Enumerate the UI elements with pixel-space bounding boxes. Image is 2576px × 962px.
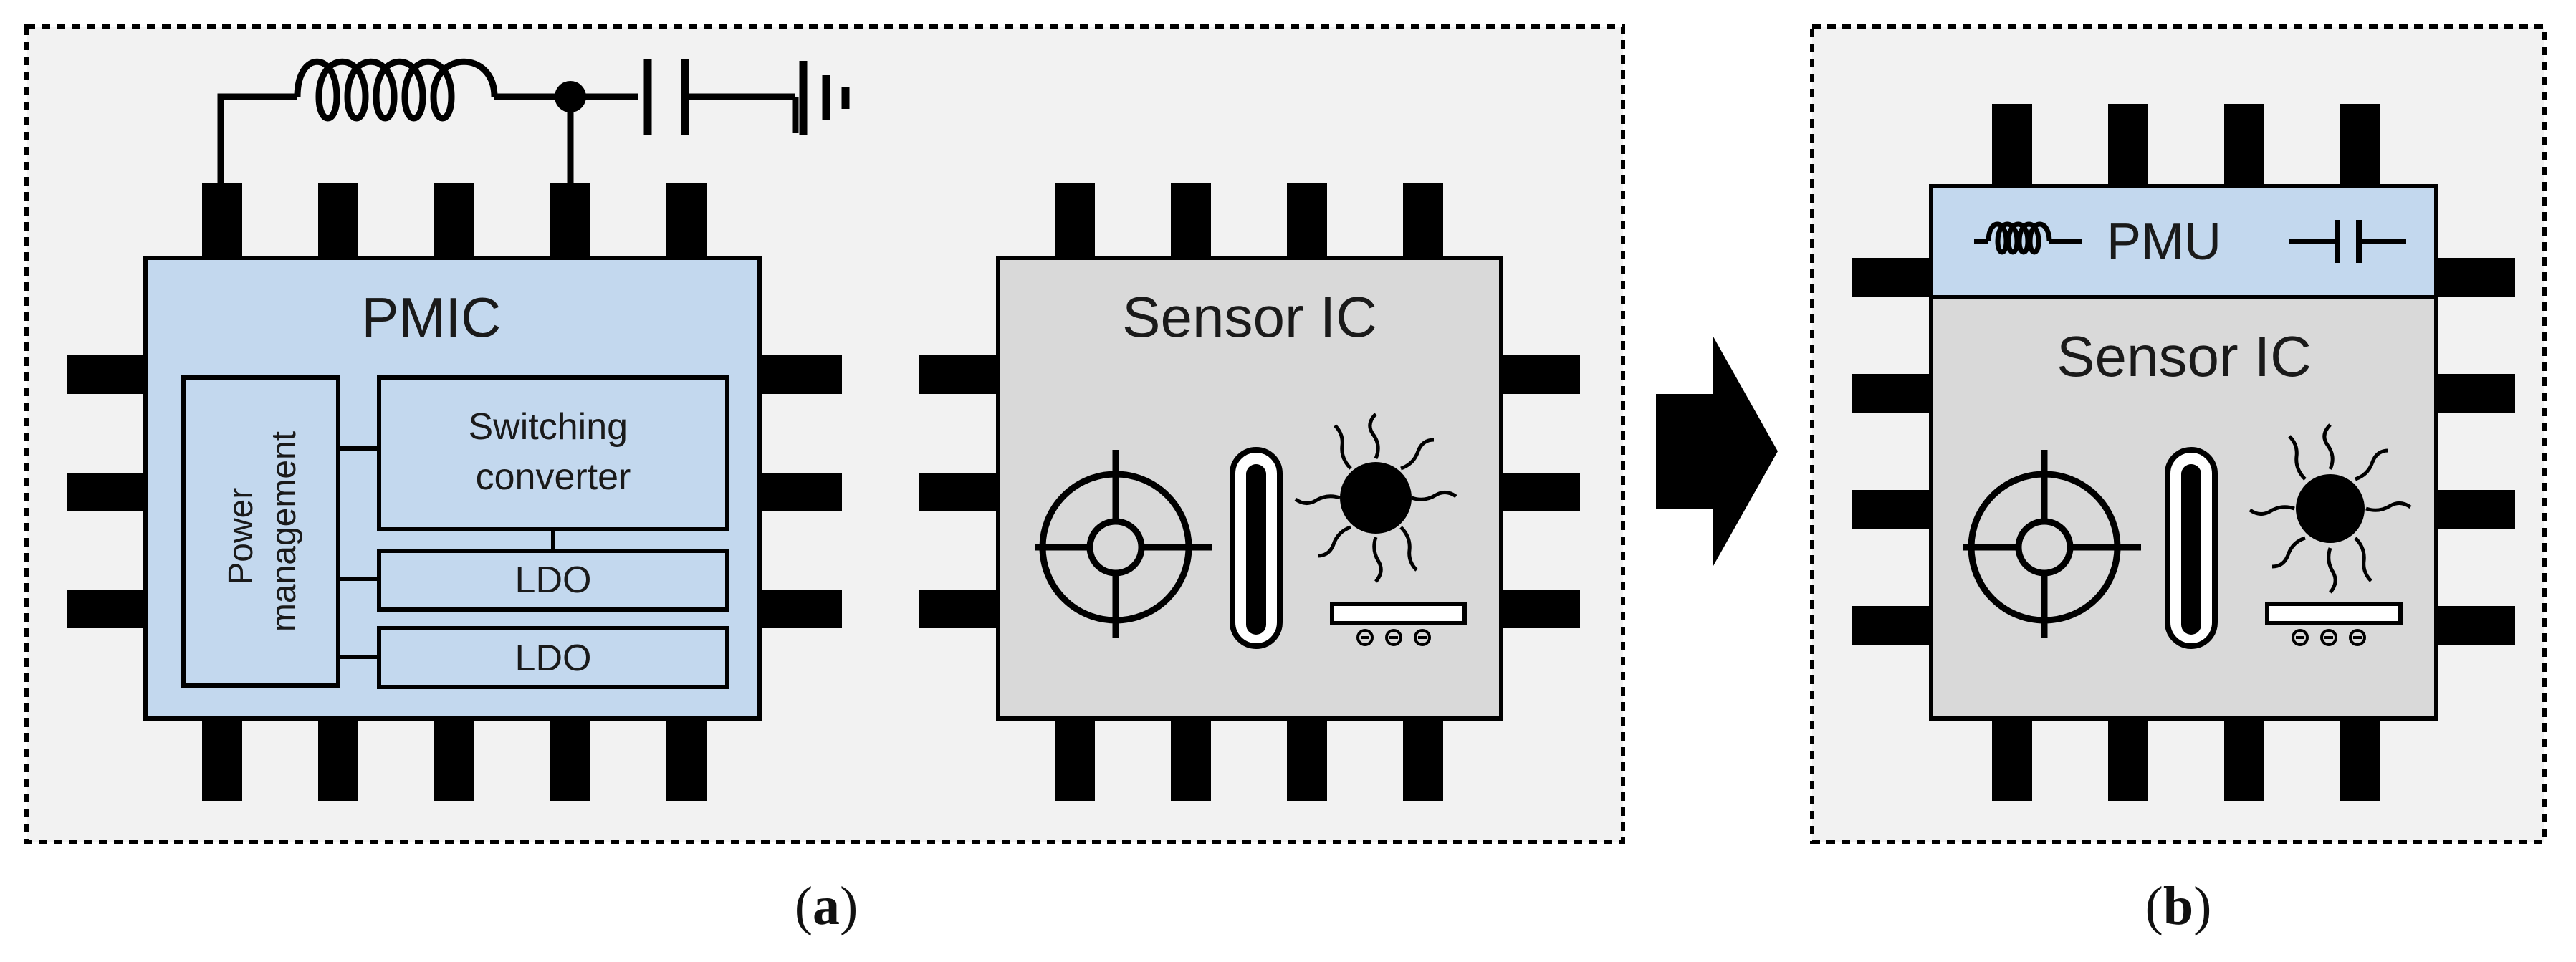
caption-b-open: ( [2145, 876, 2163, 936]
power-management-line1: Power [222, 488, 260, 585]
caption-a-letter: a [813, 876, 840, 936]
inductor-icon [294, 58, 498, 122]
crosshair-icon-b [1963, 450, 2141, 638]
switching-converter-label: Switching converter [468, 406, 638, 498]
caption-b: (b) [2145, 876, 2212, 936]
caption-a-close: ) [840, 876, 858, 936]
ground-icon [799, 61, 850, 135]
switching-converter-line2: converter [476, 456, 631, 498]
crosshair-icon [1035, 450, 1212, 638]
power-management-line2: management [265, 431, 303, 632]
caption-a-open: ( [795, 876, 813, 936]
light-sensor-icon [1294, 413, 1467, 646]
ldo-label-2: LDO [515, 638, 592, 679]
pmic-internal-wires [338, 446, 555, 659]
ldo-label-1: LDO [515, 559, 592, 601]
ldo-block-2 [377, 626, 729, 689]
pmu-capacitor-icon [2289, 220, 2406, 263]
pmu-label: PMU [2107, 213, 2221, 271]
switching-converter-line1: Switching [468, 406, 628, 448]
pmic-title: PMIC [362, 286, 502, 349]
thermometer-icon [1230, 447, 1283, 649]
sensor-a-pins [919, 183, 1580, 801]
sensor-ic-title-b: Sensor IC [2057, 324, 2312, 388]
caption-b-letter: b [2163, 876, 2193, 936]
thermometer-icon-b [2165, 447, 2218, 649]
power-management-block [181, 375, 340, 688]
junction-dot [555, 81, 586, 112]
sensor-ic-title-a: Sensor IC [1122, 285, 1377, 349]
light-sensor-icon-b [2249, 423, 2412, 646]
transition-arrow [1656, 337, 1778, 566]
pmu-inductor-icon [1974, 221, 2082, 255]
capacitor-icon [643, 59, 689, 135]
power-management-label: Power management [222, 431, 303, 632]
switching-converter-block [377, 375, 729, 531]
pmic-pins [67, 183, 842, 801]
caption-b-close: ) [2193, 876, 2211, 936]
caption-a: (a) [795, 876, 858, 936]
sensor-b-pins [1852, 104, 2515, 801]
